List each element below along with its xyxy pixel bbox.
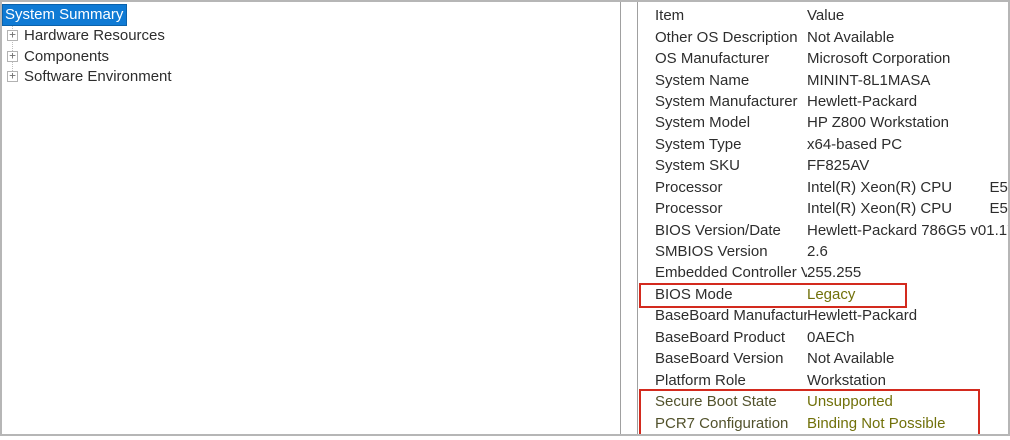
value-cell: Hewlett-Packard [807,307,918,325]
table-row[interactable]: BIOS Version/Date Hewlett-Packard 786G5 v… [638,219,1008,240]
list-header-row: Item Value [638,5,1008,26]
item-cell: Embedded Controller V... [655,264,807,282]
table-row[interactable]: BIOS Mode Legacy [638,284,1008,305]
category-tree: System Summary + Hardware Resources + Compon… [2,2,620,87]
item-cell: System SKU [655,157,741,175]
table-row[interactable]: OS Manufacturer Microsoft Corporation [638,48,1008,69]
value-cell: FF825AV [807,157,870,175]
sidebar-item-hardware-resources[interactable]: + Hardware Resources [2,26,620,47]
value-cell: Binding Not Possible [807,414,946,432]
tree-connector-line [12,25,13,75]
item-cell: System Manufacturer [655,92,798,110]
value-cell: Intel(R) Xeon(R) CPU E5506 [807,178,1008,196]
expand-plus-icon[interactable]: + [7,50,18,62]
item-cell: Other OS Description [655,28,798,46]
table-row[interactable]: SMBIOS Version 2.6 [638,241,1008,262]
sidebar-item-components[interactable]: + Components [2,46,620,67]
value-cell: HP Z800 Workstation [807,114,950,132]
item-cell: PCR7 Configuration [655,414,789,432]
expand-plus-icon[interactable]: + [7,29,18,42]
item-cell: System Type [655,135,742,153]
item-cell: System Model [655,114,751,132]
table-row[interactable]: BaseBoard Product 0AECh [638,327,1008,348]
sidebar-item-software-environment[interactable]: + Software Environment [2,67,620,88]
table-row[interactable]: System Model HP Z800 Workstation [638,112,1008,133]
value-cell: Not Available [807,350,895,368]
value-cell: Hewlett-Packard 786G5 v01.17, 8/ [807,221,1008,239]
tree-item-label: Software Environment [24,68,172,86]
value-cell: x64-based PC [807,135,903,153]
table-row[interactable]: System Name MININT-8L1MASA [638,69,1008,90]
table-row[interactable]: System SKU FF825AV [638,155,1008,176]
tree-item-label: System Summary [2,4,128,27]
item-cell: BaseBoard Manufacturer [655,307,807,325]
table-row[interactable]: Embedded Controller V...255.255 [638,262,1008,283]
table-row[interactable]: Platform Role Workstation [638,369,1008,390]
item-cell: SMBIOS Version [655,243,768,261]
table-row[interactable]: Secure Boot State Unsupported [638,391,1008,412]
value-cell: Workstation [807,371,886,389]
value-cell: Microsoft Corporation [807,50,951,68]
value-cell: Unsupported [807,393,893,411]
category-tree-pane: System Summary + Hardware Resources + Compon… [2,2,621,434]
tree-item-label: Hardware Resources [24,27,165,45]
tree-item-label: Components [24,47,110,65]
sidebar-item-system-summary[interactable]: System Summary [2,4,620,27]
item-cell: Processor [655,178,723,196]
value-cell: 0AECh [807,328,855,346]
value-cell: 2.6 [807,243,828,261]
item-cell: BIOS Version/Date [655,221,781,239]
column-header-item[interactable]: Item [655,7,685,25]
table-row[interactable]: PCR7 Configuration Binding Not Possible [638,412,1008,433]
table-row[interactable]: BaseBoard Version Not Available [638,348,1008,369]
value-cell: Hewlett-Packard [807,92,918,110]
value-cell: 255.255 [807,264,862,282]
item-cell: Secure Boot State [655,393,777,411]
value-cell: Not Available [807,28,895,46]
table-row[interactable]: Other OS Description Not Available [638,26,1008,47]
expand-plus-icon[interactable]: + [7,70,18,83]
table-row[interactable]: System Type x64-based PC [638,134,1008,155]
table-row[interactable]: Processor Intel(R) Xeon(R) CPU E5506 [638,177,1008,198]
column-header-value[interactable]: Value [807,7,845,25]
table-row[interactable]: Processor Intel(R) Xeon(R) CPU E5506 [638,198,1008,219]
value-cell: MININT-8L1MASA [807,71,931,89]
item-cell: OS Manufacturer [655,50,770,68]
item-cell: System Name [655,71,750,89]
item-cell: Platform Role [655,371,746,389]
item-cell: BaseBoard Product [655,328,786,346]
item-cell: BIOS Mode [655,285,733,303]
item-cell: BaseBoard Version [655,350,784,368]
table-row[interactable]: System Manufacturer Hewlett-Packard [638,91,1008,112]
item-cell: Processor [655,200,723,218]
value-cell: Legacy [807,285,856,303]
value-cell: Intel(R) Xeon(R) CPU E5506 [807,200,1008,218]
